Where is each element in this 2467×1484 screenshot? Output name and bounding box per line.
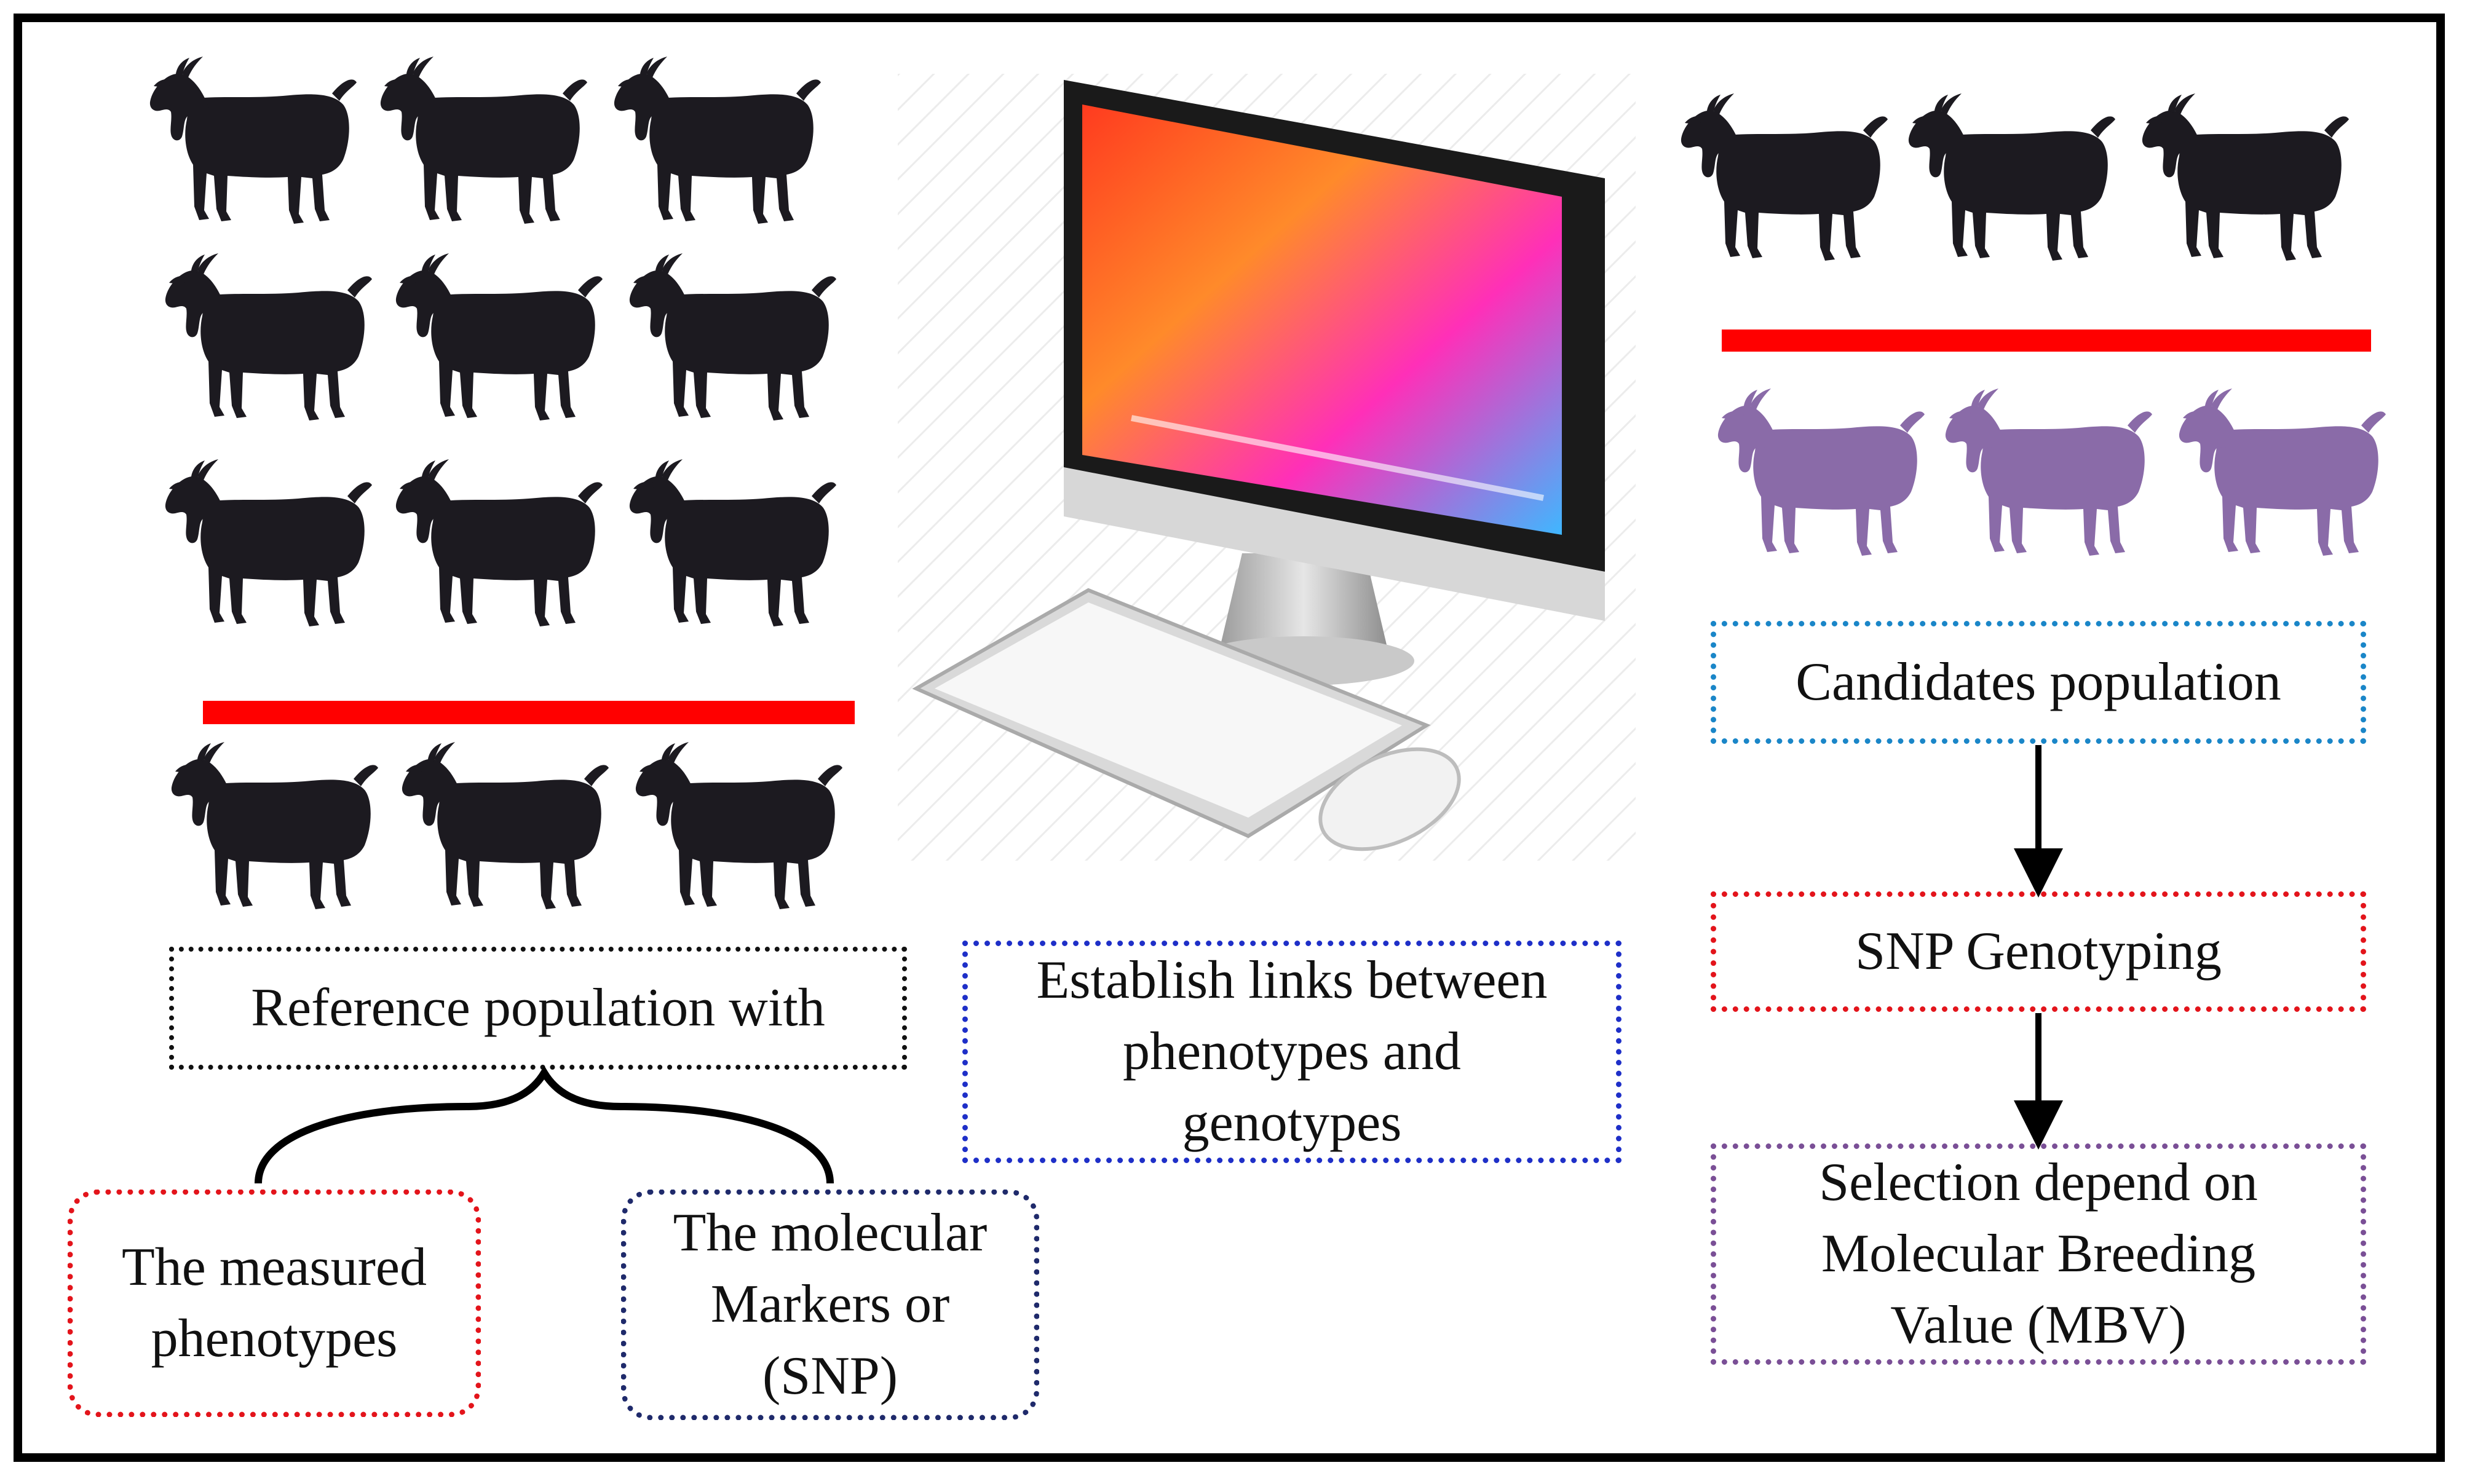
measured-phenotypes-label: The measured phenotypes	[122, 1237, 427, 1368]
reference-population-label: Reference population with	[251, 977, 825, 1038]
goat-icon	[169, 741, 390, 919]
computer-illustration	[898, 74, 1636, 861]
goat-icon	[400, 741, 621, 919]
goat-icon	[163, 252, 384, 430]
snp-genotyping-box: SNP Genotyping	[1711, 891, 2366, 1012]
keyboard-icon	[912, 588, 1431, 839]
goat-icon	[633, 741, 855, 919]
goat-icon	[1679, 92, 1900, 270]
candidates-population-label: Candidates population	[1796, 652, 2281, 712]
goat-icon	[163, 458, 384, 636]
candidates-population-box: Candidates population	[1711, 621, 2366, 744]
goat-icon	[1716, 387, 1937, 566]
snp-genotyping-label: SNP Genotyping	[1855, 921, 2222, 981]
goat-icon	[1943, 387, 2164, 566]
measured-phenotypes-box: The measured phenotypes	[68, 1190, 481, 1417]
goat-icon	[148, 55, 369, 234]
selection-mbv-box: Selection depend on Molecular Breeding V…	[1711, 1143, 2366, 1365]
establish-links-label: Establish links between phenotypes and g…	[1036, 950, 1548, 1153]
goat-icon	[2177, 387, 2398, 566]
goat-icon	[394, 252, 615, 430]
goat-icon	[394, 458, 615, 636]
outer-frame	[14, 14, 2445, 1462]
mouse-icon	[1318, 747, 1461, 851]
goat-icon	[2140, 92, 2361, 270]
divider-bar-left	[203, 701, 855, 724]
goat-icon	[378, 55, 600, 234]
goat-icon	[612, 55, 833, 234]
establish-links-box: Establish links between phenotypes and g…	[962, 941, 1622, 1163]
molecular-markers-label: The molecular Markers or (SNP)	[673, 1203, 988, 1406]
molecular-markers-box: The molecular Markers or (SNP)	[621, 1190, 1039, 1420]
goat-icon	[1906, 92, 2128, 270]
reference-population-box: Reference population with	[169, 947, 907, 1070]
goat-icon	[627, 458, 849, 636]
divider-bar-right	[1722, 330, 2371, 352]
goat-icon	[627, 252, 849, 430]
selection-mbv-label: Selection depend on Molecular Breeding V…	[1819, 1152, 2258, 1356]
